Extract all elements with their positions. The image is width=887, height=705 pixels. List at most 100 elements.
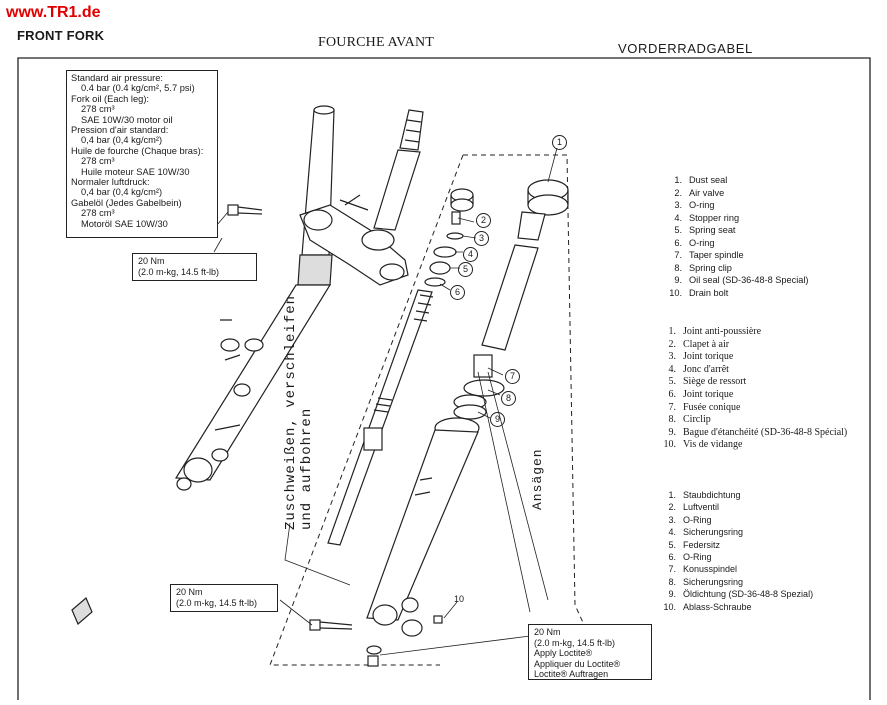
- spec-line: Fork oil (Each leg):: [71, 93, 150, 104]
- callout-5: 5: [458, 262, 473, 277]
- part-number: 10.: [663, 601, 676, 612]
- callout-2: 2: [476, 213, 491, 228]
- part-row: 7.Taper spindle: [668, 249, 808, 262]
- part-name: Oil seal (SD-36-48-8 Special): [689, 275, 809, 285]
- part-name: O-Ring: [683, 514, 712, 525]
- part-name: Sicherungsring: [683, 527, 744, 538]
- dashed-exploded-box: [269, 154, 601, 666]
- part-name: Joint torique: [683, 388, 734, 400]
- part-number: 9.: [668, 589, 676, 600]
- part-name: Ablass-Schraube: [683, 601, 752, 612]
- part-row: 8.Sicherungsring: [662, 576, 813, 588]
- part-number: 3.: [668, 351, 677, 363]
- spec-line: Huile de fourche (Chaque bras):: [71, 145, 204, 156]
- part-number: 10.: [669, 287, 682, 298]
- part-row: 3. O-ring: [668, 199, 808, 212]
- part-row: 1.Dust seal: [668, 174, 808, 187]
- part-name: Drain bolt: [689, 287, 729, 298]
- air-valve-part: [451, 211, 461, 225]
- part-number: 7.: [668, 401, 677, 413]
- dust-seal-part: [450, 188, 474, 212]
- torque-value: 20 Nm: [138, 256, 165, 266]
- part-row: 4. Jonc d'arrêt: [662, 364, 847, 377]
- spec-line: SAE 10W/30 motor oil: [81, 114, 173, 125]
- part-number: 9.: [668, 426, 677, 438]
- part-row: 5.Federsitz: [662, 539, 813, 551]
- part-name: O-ring: [689, 200, 715, 210]
- callout-9: 9: [490, 412, 505, 427]
- part-name: Bague d'étanchéité (SD-36-48-8 Spécial): [683, 426, 848, 438]
- part-name: O-ring: [689, 237, 715, 248]
- part-name: Clapet à air: [683, 338, 730, 350]
- part-row: 3. Joint torique: [662, 351, 847, 364]
- callout-4: 4: [463, 247, 478, 262]
- part-name: Stopper ring: [689, 212, 740, 223]
- o-ring-part: [446, 232, 464, 240]
- part-name: Sicherungsring: [683, 576, 744, 587]
- part-number: 2.: [674, 187, 682, 198]
- part-name: Öldichtung (SD-36-48-8 Spezial): [683, 589, 814, 600]
- part-number: 2.: [668, 502, 676, 513]
- part-number: 9.: [674, 275, 682, 285]
- spec-line: Pression d'air standard:: [71, 125, 169, 136]
- part-name: Spring seat: [689, 225, 736, 235]
- title-french: FOURCHE AVANT: [318, 35, 435, 50]
- part-row: 7.Konusspindel: [662, 563, 813, 575]
- part-number: 4.: [668, 527, 676, 538]
- title-german: VORDERRADGABEL: [618, 41, 753, 56]
- part-name: Joint anti-poussière: [683, 326, 762, 337]
- torque-box-axle: 20 Nm (2.0 m-kg, 14.5 ft-lb): [170, 584, 278, 612]
- spec-line: 278 cm³: [81, 208, 115, 219]
- part-row: 8.Spring clip: [668, 262, 808, 275]
- oil-seal-part: [453, 394, 487, 420]
- spec-box: Standard air pressure:0.4 bar (0.4 kg/cm…: [66, 70, 218, 238]
- part-number: 5.: [668, 376, 677, 388]
- part-name: O-Ring: [683, 552, 712, 563]
- part-number: 3.: [674, 200, 682, 210]
- part-number: 4.: [668, 363, 677, 375]
- spring-seat-part: [429, 261, 451, 275]
- part-number: 6.: [668, 388, 677, 400]
- part-number: 7.: [674, 250, 682, 260]
- small-corner-mark-icon: [71, 597, 93, 625]
- part-row: 9. Oil seal (SD-36-48-8 Special): [668, 274, 808, 287]
- weld-instruction-line1: Zuschweißen, verschleifen: [283, 294, 299, 530]
- steering-stem: [373, 109, 424, 231]
- site-logo: www.TR1.de: [6, 4, 101, 21]
- part-name: Spring clip: [689, 262, 732, 273]
- spec-line: 278 cm³: [81, 104, 115, 115]
- loctite-fr: Appliquer du Loctite®: [534, 658, 621, 669]
- outer-frame: [17, 57, 871, 700]
- title-english: FRONT FORK: [17, 28, 105, 43]
- part-name: Siège de ressort: [683, 376, 747, 388]
- part-name: Staubdichtung: [683, 490, 741, 500]
- part-name: Jonc d'arrêt: [683, 363, 729, 375]
- part-name: Luftventil: [683, 502, 720, 513]
- callout-3: 3: [474, 231, 489, 246]
- drain-bolt-part: [433, 615, 443, 624]
- axle-bolt-bottom: [309, 619, 353, 631]
- stopper-ring-part: [433, 246, 457, 258]
- torque-box-loctite: 20 Nm (2.0 m-kg, 14.5 ft-lb) Apply Locti…: [528, 624, 652, 680]
- part-name: Federsitz: [683, 539, 721, 550]
- torque-value: 20 Nm: [534, 627, 561, 637]
- part-number: 10.: [663, 439, 677, 451]
- callout-6: 6: [450, 285, 465, 300]
- part-row: 5. Siège de ressort: [662, 376, 847, 389]
- callout-10: 10: [454, 594, 465, 604]
- allen-bolt-bottom: [366, 645, 382, 667]
- callout-7: 7: [505, 369, 520, 384]
- spec-line: Normaler luftdruck:: [71, 177, 150, 188]
- part-row: 4. Sicherungsring: [662, 526, 813, 538]
- part-row: 9. Öldichtung (SD-36-48-8 Spezial): [662, 588, 813, 600]
- part-row: 2.Air valve: [668, 187, 808, 200]
- torque-conversion: (2.0 m-kg, 14.5 ft-lb): [176, 597, 258, 608]
- part-number: 2.: [668, 338, 677, 350]
- part-name: Joint torique: [683, 351, 734, 363]
- loctite-en: Apply Loctite®: [534, 648, 593, 658]
- callout-8: 8: [501, 391, 516, 406]
- part-number: 4.: [674, 212, 682, 223]
